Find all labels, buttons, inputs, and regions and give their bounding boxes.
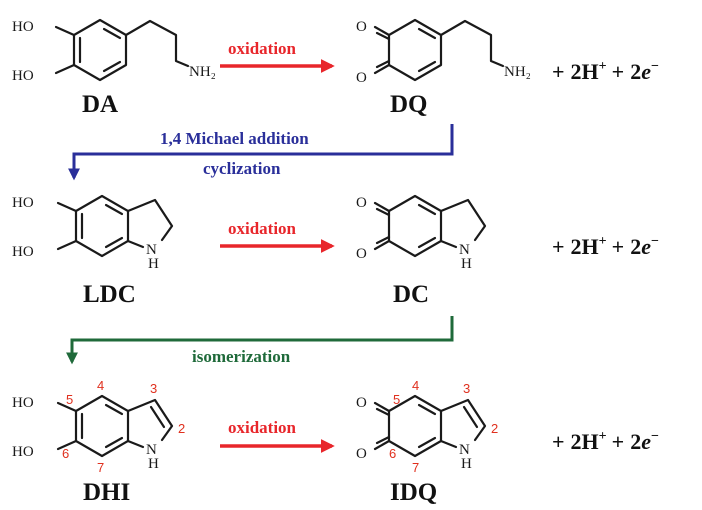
nitrogen-label: N (459, 242, 470, 258)
svg-text:+2H++2e−: +2H++2e− (552, 59, 659, 84)
amine-label: NH₂ (189, 64, 216, 80)
byproduct-2: +2H++2e− (552, 234, 659, 259)
hydrogen-label: H (461, 456, 472, 472)
compound-label-ldc: LDC (83, 281, 136, 308)
compound-dq: O O NH₂ DQ (356, 18, 531, 118)
oxidation-label: oxidation (228, 219, 297, 238)
hydrogen-label: H (148, 256, 159, 272)
ring-number: 2 (491, 421, 498, 436)
oxygen-label: O (356, 395, 367, 411)
hydroxyl-label: HO (12, 19, 34, 35)
oxidation-label: oxidation (228, 418, 297, 437)
ring-number: 5 (66, 392, 73, 407)
compound-label-dc: DC (393, 281, 429, 308)
oxygen-label: O (356, 19, 367, 35)
hydrogen-label: H (148, 456, 159, 472)
compound-ldc: HO HO N H LDC (12, 194, 174, 308)
svg-text:+2H++2e−: +2H++2e− (552, 429, 659, 454)
oxygen-label: O (356, 195, 367, 211)
compound-idq: O O N H 4 5 6 7 3 2 IDQ (356, 378, 498, 506)
compound-dc: O O N H DC (356, 194, 487, 308)
michael-addition-step: 1,4 Michael addition cyclization (68, 124, 454, 181)
amine-label: NH₂ (504, 64, 531, 80)
byproduct-3: +2H++2e− (552, 429, 659, 454)
hydroxyl-label: HO (12, 195, 34, 211)
compound-label-idq: IDQ (390, 479, 437, 506)
oxidation-step-3: oxidation (220, 418, 335, 453)
ring-number: 4 (97, 378, 104, 393)
isomerization-label: isomerization (192, 347, 291, 366)
michael-addition-label: 1,4 Michael addition (160, 129, 309, 148)
hydroxyl-label: HO (12, 444, 34, 460)
ring-number: 3 (150, 381, 157, 396)
compound-label-da: DA (82, 91, 118, 118)
hydroxyl-label: HO (12, 395, 34, 411)
hydroxyl-label: HO (12, 244, 34, 260)
down-left-arrow-icon (68, 124, 454, 181)
ring-number: 5 (393, 392, 400, 407)
cyclization-label: cyclization (203, 159, 281, 178)
oxygen-label: O (356, 446, 367, 462)
oxidation-step-2: oxidation (220, 219, 335, 253)
oxidation-step-1: oxidation (220, 39, 335, 73)
hydroxyl-label: HO (12, 68, 34, 84)
isomerization-step: isomerization (66, 316, 454, 366)
oxygen-label: O (356, 70, 367, 86)
ring-number: 6 (62, 446, 69, 461)
ring-number: 3 (463, 381, 470, 396)
oxidation-label: oxidation (228, 39, 297, 58)
ring-number: 7 (97, 460, 104, 475)
ring-number: 4 (412, 378, 419, 393)
svg-text:+2H++2e−: +2H++2e− (552, 234, 659, 259)
hydrogen-label: H (461, 256, 472, 272)
byproduct-1: +2H++2e− (552, 59, 659, 84)
nitrogen-label: N (459, 442, 470, 458)
compound-label-dq: DQ (390, 91, 428, 118)
ring-number: 2 (178, 421, 185, 436)
nitrogen-label: N (146, 242, 157, 258)
nitrogen-label: N (146, 442, 157, 458)
oxygen-label: O (356, 246, 367, 262)
compound-dhi: HO HO N H 4 5 6 7 3 2 DHI (12, 378, 185, 506)
ring-number: 6 (389, 446, 396, 461)
compound-da: HO HO NH₂ DA (12, 18, 216, 118)
compound-label-dhi: DHI (83, 479, 130, 506)
ring-number: 7 (412, 460, 419, 475)
down-left-arrow-icon (66, 316, 454, 365)
